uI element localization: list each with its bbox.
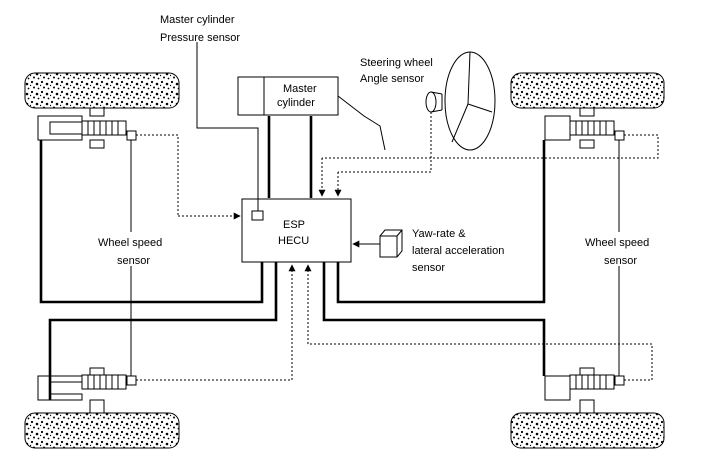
steering-angle-sensor <box>425 91 443 113</box>
esp-hecu-unit <box>241 198 352 263</box>
left-wheel-sensor-label-line2: sensor <box>117 255 150 267</box>
front-left-wheel-speed-sensor <box>126 130 137 141</box>
front-left-hub <box>37 107 137 149</box>
master-cylinder-label-line1: Master <box>283 83 317 95</box>
steering-wheel <box>444 51 496 151</box>
pressure-sensor-leader <box>196 42 259 211</box>
yaw-rate-sensor <box>379 229 403 258</box>
pressure-sensor-label-line1: Master cylinder <box>160 14 235 26</box>
steering-sensor-label-line1: Steering wheel <box>360 57 433 69</box>
right-wheel-sensor-label-line2: sensor <box>604 255 637 267</box>
rear-left-hub <box>37 367 137 414</box>
pressure-sensor-label-line2: Pressure sensor <box>160 32 240 44</box>
rear-right-hub <box>544 367 625 414</box>
yaw-sensor-label-line3: sensor <box>412 262 445 274</box>
right-wheel-sensor-label-line1: Wheel speed <box>585 237 649 249</box>
brake-lines <box>39 116 546 400</box>
master-cylinder-label-line2: cylinder <box>277 97 315 109</box>
rear-right-wheel-speed-sensor <box>614 375 625 386</box>
signal-lines <box>136 112 659 381</box>
steering-column <box>337 95 386 151</box>
front-right-tire <box>510 72 665 109</box>
yaw-sensor-label-line2: lateral acceleration <box>412 245 504 257</box>
rear-left-wheel-speed-sensor <box>126 375 137 386</box>
front-right-hub <box>544 107 625 149</box>
rear-right-tire <box>510 412 665 449</box>
yaw-sensor-label-line1: Yaw-rate & <box>412 228 466 240</box>
steering-sensor-label-line2: Angle sensor <box>360 73 425 85</box>
rear-left-tire <box>24 412 180 449</box>
master-cylinder-pressure-sensor <box>251 210 264 221</box>
master-cylinder <box>237 76 339 116</box>
front-left-tire <box>24 72 180 109</box>
left-wheel-sensor-label-line1: Wheel speed <box>98 237 162 249</box>
front-right-wheel-speed-sensor <box>614 130 625 141</box>
esp-hecu-label-line1: ESP <box>283 219 305 231</box>
esp-hecu-label-line2: HECU <box>278 235 309 247</box>
